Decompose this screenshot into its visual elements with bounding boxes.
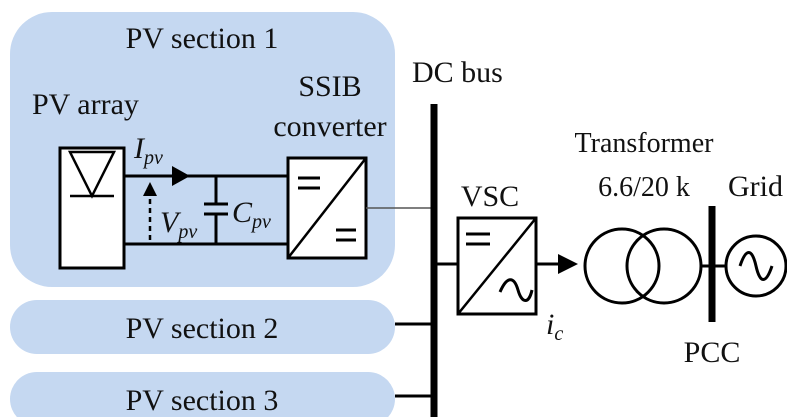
transformer-rating-label: 6.6/20 k	[598, 172, 690, 203]
current-arrow-icon	[172, 166, 190, 186]
dc-ac-inverter-icon	[456, 216, 538, 316]
ipv-symbol: Ipv	[133, 132, 163, 169]
pv-panel-icon	[58, 146, 126, 270]
voltage-arrow-icon	[143, 182, 157, 240]
cpv-symbol: Cpv	[232, 196, 271, 233]
dc-dc-converter-icon	[286, 156, 368, 260]
transformer-label: Transformer	[575, 128, 715, 159]
grid-label: Grid	[728, 170, 783, 203]
pv-array-label: PV array	[32, 88, 139, 121]
pv-section-3-block	[10, 372, 395, 417]
pv-section-1-label: PV section 1	[126, 22, 279, 55]
vsc-label: VSC	[461, 180, 519, 213]
ssib-label-line2: converter	[273, 110, 386, 143]
capacitor-icon	[204, 176, 228, 244]
ic-symbol: ic	[546, 308, 563, 345]
ac-source-icon	[724, 234, 787, 298]
pv-conductors	[124, 174, 288, 246]
pv-section-3-label: PV section 3	[126, 384, 279, 417]
pcc-label: PCC	[684, 336, 741, 369]
vpv-symbol: Vpv	[160, 206, 197, 243]
transformer-icon	[583, 227, 703, 305]
ssib-label-line1: SSIB	[298, 70, 361, 103]
pv-section-2-block	[10, 300, 395, 354]
dc-bus-label: DC bus	[412, 56, 503, 89]
pv-section-2-label: PV section 2	[126, 312, 279, 345]
output-current-arrow-icon	[558, 254, 578, 274]
